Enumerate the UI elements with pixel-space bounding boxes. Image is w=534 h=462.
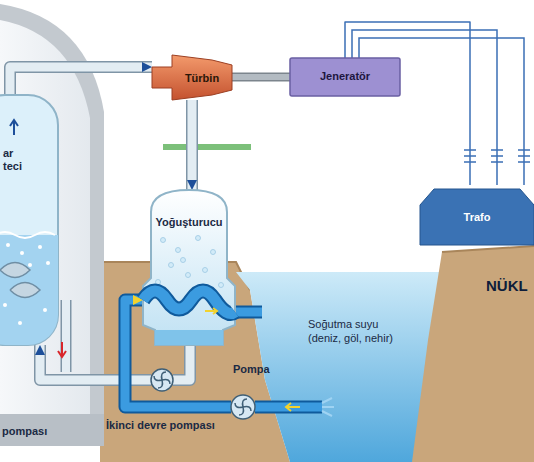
transformer-body — [420, 189, 534, 245]
connector-path — [232, 73, 290, 82]
outlet-pipe-outline — [235, 306, 262, 319]
bubble — [169, 263, 174, 268]
vessel-body — [0, 95, 58, 345]
pipe-connector — [10, 67, 152, 95]
hill-edge — [442, 246, 534, 252]
flow-arrow — [58, 342, 66, 357]
flow-arrow — [286, 403, 300, 411]
flow-arrow — [10, 120, 18, 135]
node-label: İkinci devre pompası — [106, 419, 215, 432]
connector-path — [40, 345, 151, 380]
cooling-coil-outline — [143, 291, 235, 314]
vessel-water — [0, 235, 58, 345]
containment-base — [0, 414, 104, 446]
bubble — [181, 258, 186, 263]
turbine-base — [163, 144, 251, 150]
bubble — [28, 263, 32, 267]
bubble — [3, 303, 7, 307]
generator-box: Jeneratör — [290, 58, 400, 96]
connector-path — [186, 100, 198, 190]
pump-symbol-outline — [151, 369, 173, 391]
steam-generator-outline — [0, 95, 58, 345]
condenser-shell — [143, 190, 235, 345]
impeller — [154, 372, 170, 388]
node-label: Trafo — [420, 211, 534, 224]
bubble — [186, 273, 191, 278]
condensate — [155, 330, 223, 345]
annotation: pompası — [2, 424, 47, 438]
heat-exchanger-tube — [0, 263, 40, 298]
bubble — [161, 238, 166, 243]
bubble — [203, 268, 208, 273]
node-label: Pompa — [233, 363, 270, 376]
pump-symbol: İkinci devre pompası — [151, 369, 173, 391]
pump-casing — [231, 395, 255, 419]
bubble — [196, 236, 201, 241]
bubble — [219, 283, 224, 288]
flow-arrow — [205, 308, 217, 314]
intake-pipe-outline — [255, 401, 322, 414]
connector-path — [345, 22, 470, 185]
connector-path — [10, 67, 152, 95]
hill — [412, 246, 534, 462]
node-label: Türbin — [172, 72, 232, 85]
bubble — [38, 245, 42, 249]
bubble — [18, 321, 22, 325]
outlet-pipe — [235, 308, 262, 317]
node-label: ar teci — [3, 147, 33, 173]
impeller — [235, 399, 251, 415]
primary-pipe — [62, 300, 70, 372]
wire-connector — [345, 22, 470, 185]
connector-path — [188, 100, 197, 190]
bubble — [43, 308, 47, 312]
pump-symbol: Pompa — [231, 395, 255, 419]
bubble — [46, 261, 50, 265]
intake-pipe — [255, 403, 322, 412]
turbine-casing — [152, 55, 232, 100]
power-wire — [352, 30, 497, 185]
bubble — [176, 248, 181, 253]
water-spray — [322, 398, 334, 416]
steam-generator: ar teci — [0, 95, 58, 345]
primary-pipe-outline — [61, 300, 72, 372]
bubble — [211, 250, 216, 255]
pump-symbol-outline — [231, 395, 255, 419]
generator-casing — [290, 58, 400, 96]
heading-fragment: NÜKL — [486, 279, 528, 293]
node-label: Yoğuşturucu — [143, 216, 235, 229]
connector-path — [173, 345, 190, 380]
connector-path — [232, 74, 290, 80]
connector-path — [173, 345, 190, 380]
transformer-house: Trafo — [420, 185, 534, 245]
insulator-symbols — [464, 150, 530, 162]
pipe-connector — [192, 100, 193, 190]
condenser-vessel-outline — [143, 190, 235, 345]
condenser-vessel: Yoğuşturucu — [143, 190, 235, 345]
pipe-connector — [173, 345, 190, 380]
connector-path — [40, 345, 151, 380]
bubble — [6, 243, 10, 247]
cooling-coil — [143, 291, 235, 314]
pipe-connector — [40, 345, 151, 380]
annotation: Soğutma suyu (deniz, göl, nehir) — [308, 317, 403, 345]
pump-casing — [151, 369, 173, 391]
shaft-connector — [232, 77, 290, 78]
connector-path — [10, 67, 152, 95]
turbine-box: Türbin — [152, 55, 232, 100]
bubble — [20, 251, 24, 255]
water-surface — [0, 232, 55, 238]
node-label: Jeneratör — [290, 70, 400, 83]
